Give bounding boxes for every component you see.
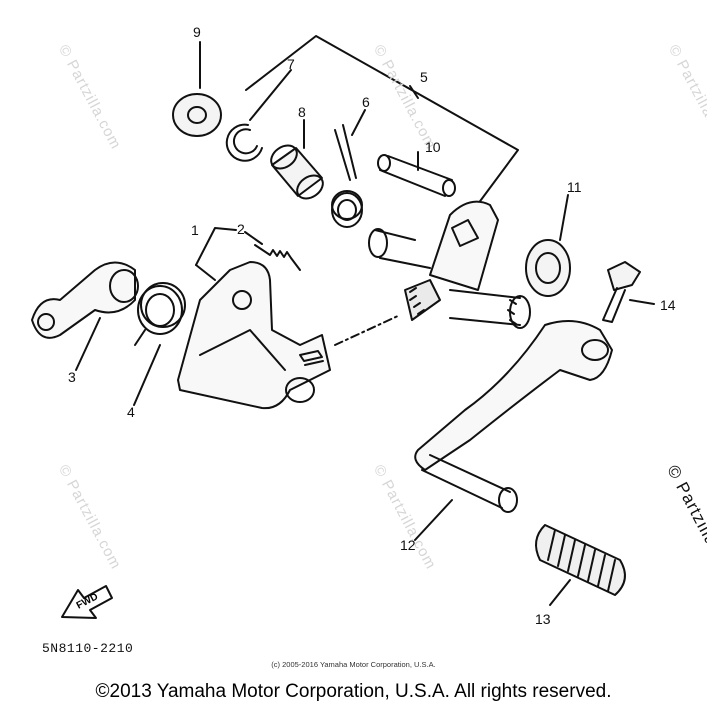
callout-6: 6 (362, 94, 370, 110)
fwd-arrow-icon (61, 585, 113, 619)
callout-5: 5 (420, 69, 428, 85)
part-1-shift-plate (177, 227, 331, 410)
part-code: 5N8110-2210 (42, 641, 134, 656)
part-14-bolt (602, 261, 655, 323)
callout-3: 3 (68, 369, 76, 385)
callout-5-bracket (245, 35, 519, 209)
callout-1: 1 (191, 222, 199, 238)
part-5-shift-arm (368, 200, 531, 329)
callout-10: 10 (425, 139, 441, 155)
part-9-washer (172, 41, 222, 137)
callout-14: 14 (660, 297, 676, 313)
alignment-line (334, 314, 401, 346)
part-13-rubber (535, 524, 626, 606)
part-6-spring (331, 109, 366, 228)
part-2-spring (244, 231, 301, 271)
part-8-collar (270, 119, 324, 200)
part-12-shift-pedal (414, 320, 613, 541)
part-7-circlip (225, 69, 292, 162)
part-3-stopper-lever (31, 261, 139, 371)
callout-11: 11 (567, 179, 582, 195)
callout-7: 7 (287, 56, 295, 72)
callout-12: 12 (400, 537, 416, 553)
part-4-spring (133, 282, 186, 406)
callout-9: 9 (193, 24, 201, 40)
callout-8: 8 (298, 104, 306, 120)
part-11-oil-seal (525, 194, 571, 297)
small-copyright: (c) 2005-2016 Yamaha Motor Corporation, … (271, 660, 436, 669)
callout-4: 4 (127, 404, 135, 420)
callout-2: 2 (237, 221, 245, 237)
callout-13: 13 (535, 611, 551, 627)
main-copyright: ©2013 Yamaha Motor Corporation, U.S.A. A… (95, 681, 612, 702)
part-10-pin (377, 151, 456, 197)
